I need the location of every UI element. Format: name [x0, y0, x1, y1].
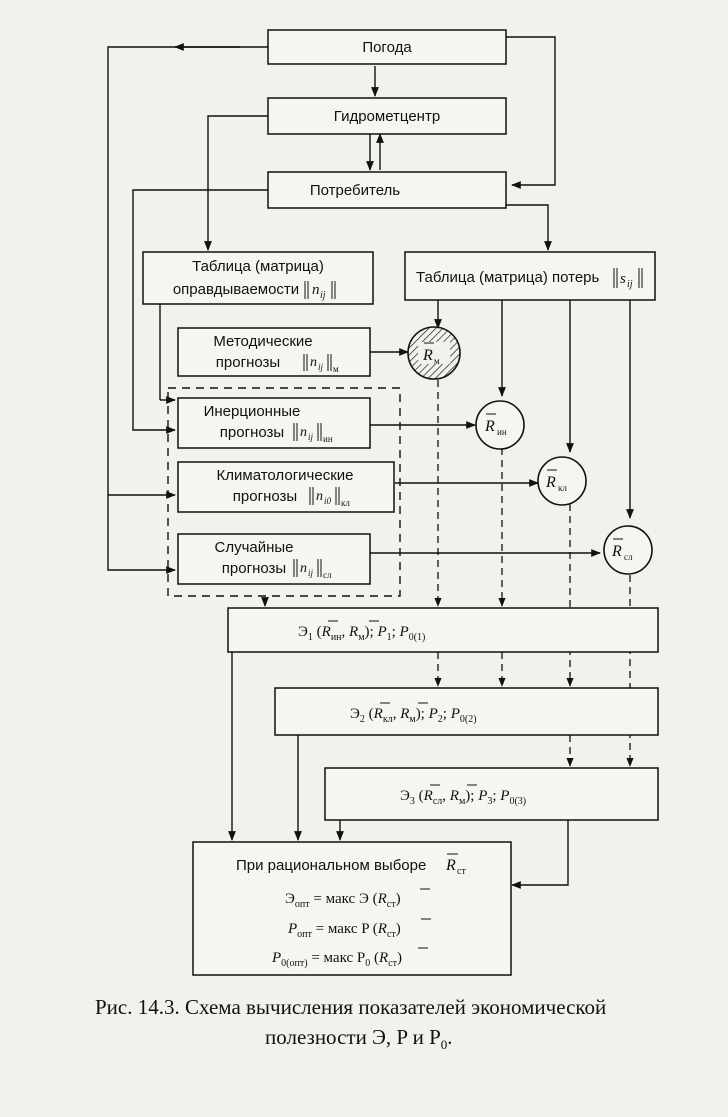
svg-text:n: n — [310, 355, 317, 370]
econ-e2-box: Э2 (Rкл, Rм); P2; P0(2) — [274, 687, 659, 736]
loss-table-box: Таблица (матрица) потерь s ij — [404, 251, 656, 301]
forecast-group-frame — [167, 387, 401, 597]
inertial-forecasts-box: Инерционные прогнозы n ij ин — [177, 397, 371, 449]
svg-text:ij: ij — [308, 568, 314, 578]
figure-caption: Рис. 14.3. Схема вычисления показателей … — [95, 992, 655, 1060]
svg-text:Эопт = макс Э (Rст): Эопт = макс Э (Rст) — [285, 891, 401, 910]
svg-text:R: R — [422, 347, 433, 364]
n-method-symbol: n ij м — [303, 354, 339, 374]
svg-text:P0(опт) = макс P0 (Rст): P0(опт) = макс P0 (Rст) — [271, 950, 402, 969]
n-climatological-symbol: n i0 кл — [309, 487, 350, 508]
circle-r-random: R сл — [603, 525, 653, 575]
random-forecasts-box: Случайные прогнозы n ij сл — [177, 533, 371, 585]
justification-line1: Таблица (матрица) — [192, 258, 324, 275]
climatological-forecasts-box: Климатологические прогнозы n i0 кл — [177, 461, 395, 513]
svg-text:ij: ij — [308, 432, 314, 442]
weather-label: Погода — [362, 39, 412, 56]
svg-text:сл: сл — [624, 552, 633, 562]
n-random-symbol: n ij сл — [293, 559, 332, 580]
svg-text:s: s — [620, 271, 626, 287]
caption-line2: полезности Э, P и P0. — [265, 1025, 453, 1053]
consumer-box: Потребитель — [267, 171, 507, 209]
svg-text:ин: ин — [497, 427, 507, 437]
method-line1: Методические — [213, 333, 312, 350]
n-matrix-symbol: n ij — [304, 281, 336, 301]
caption-line1: Рис. 14.3. Схема вычисления показателей … — [95, 995, 607, 1019]
svg-text:n: n — [300, 425, 307, 440]
svg-text:R: R — [445, 857, 456, 874]
justification-line2: оправдываемости — [173, 281, 299, 298]
svg-text:м: м — [333, 364, 339, 374]
loss-table-label: Таблица (матрица) потерь — [416, 269, 600, 286]
consumer-label: Потребитель — [310, 182, 400, 199]
s-matrix-symbol: s ij — [613, 268, 643, 290]
svg-text:ij: ij — [627, 279, 633, 290]
svg-text:R: R — [545, 474, 556, 491]
n-inertial-symbol: n ij ин — [293, 423, 333, 444]
climatological-line2: прогнозы — [233, 488, 297, 505]
justification-table-box: Таблица (матрица) оправдываемости n ij — [142, 251, 374, 305]
circle-r-inertial: R ин — [475, 400, 525, 450]
svg-text:n: n — [300, 561, 307, 576]
random-line2: прогнозы — [222, 560, 286, 577]
svg-text:R: R — [611, 543, 622, 560]
svg-text:Pопт = макс P (Rст): Pопт = макс P (Rст) — [287, 921, 401, 940]
svg-text:n: n — [312, 282, 320, 298]
method-forecasts-box: Методические прогнозы n ij м — [177, 327, 371, 377]
svg-text:n: n — [316, 489, 323, 504]
hydromet-box: Гидрометцентр — [267, 97, 507, 135]
svg-text:ij: ij — [320, 290, 326, 301]
final-title: При рациональном выборе — [236, 857, 426, 874]
climatological-line1: Климатологические — [217, 467, 354, 484]
svg-text:Э3 (Rсл, Rм); P3; P0(3): Э3 (Rсл, Rм); P3; P0(3) — [400, 788, 526, 807]
svg-text:i0: i0 — [324, 496, 332, 506]
flow-diagram: Погода Гидрометцентр Потребитель Таблица… — [107, 29, 659, 976]
svg-text:Э1 (Rин, Rм); P1; P0(1): Э1 (Rин, Rм); P1; P0(1) — [298, 624, 425, 643]
method-line2: прогнозы — [216, 354, 280, 371]
econ-e3-box: Э3 (Rсл, Rм); P3; P0(3) — [324, 767, 659, 821]
final-choice-box: При рациональном выборе R ст Эопт = макс… — [192, 841, 512, 976]
svg-text:R: R — [484, 418, 495, 435]
svg-text:ij: ij — [318, 362, 324, 372]
inertial-line1: Инерционные — [204, 403, 301, 420]
svg-text:ст: ст — [457, 866, 466, 877]
svg-text:м: м — [434, 356, 440, 366]
weather-box: Погода — [267, 29, 507, 65]
svg-text:кл: кл — [558, 483, 567, 493]
svg-text:Э2 (Rкл, Rм); P2; P0(2): Э2 (Rкл, Rм); P2; P0(2) — [350, 706, 477, 725]
circle-r-method: R м — [407, 326, 461, 380]
inertial-line2: прогнозы — [220, 424, 284, 441]
econ-e1-box: Э1 (Rин, Rм); P1; P0(1) — [227, 607, 659, 653]
svg-text:кл: кл — [341, 498, 350, 508]
svg-text:ин: ин — [323, 434, 333, 444]
svg-text:сл: сл — [323, 570, 332, 580]
hydromet-label: Гидрометцентр — [334, 108, 440, 125]
random-line1: Случайные — [214, 539, 293, 556]
circle-r-climatological: R кл — [537, 456, 587, 506]
